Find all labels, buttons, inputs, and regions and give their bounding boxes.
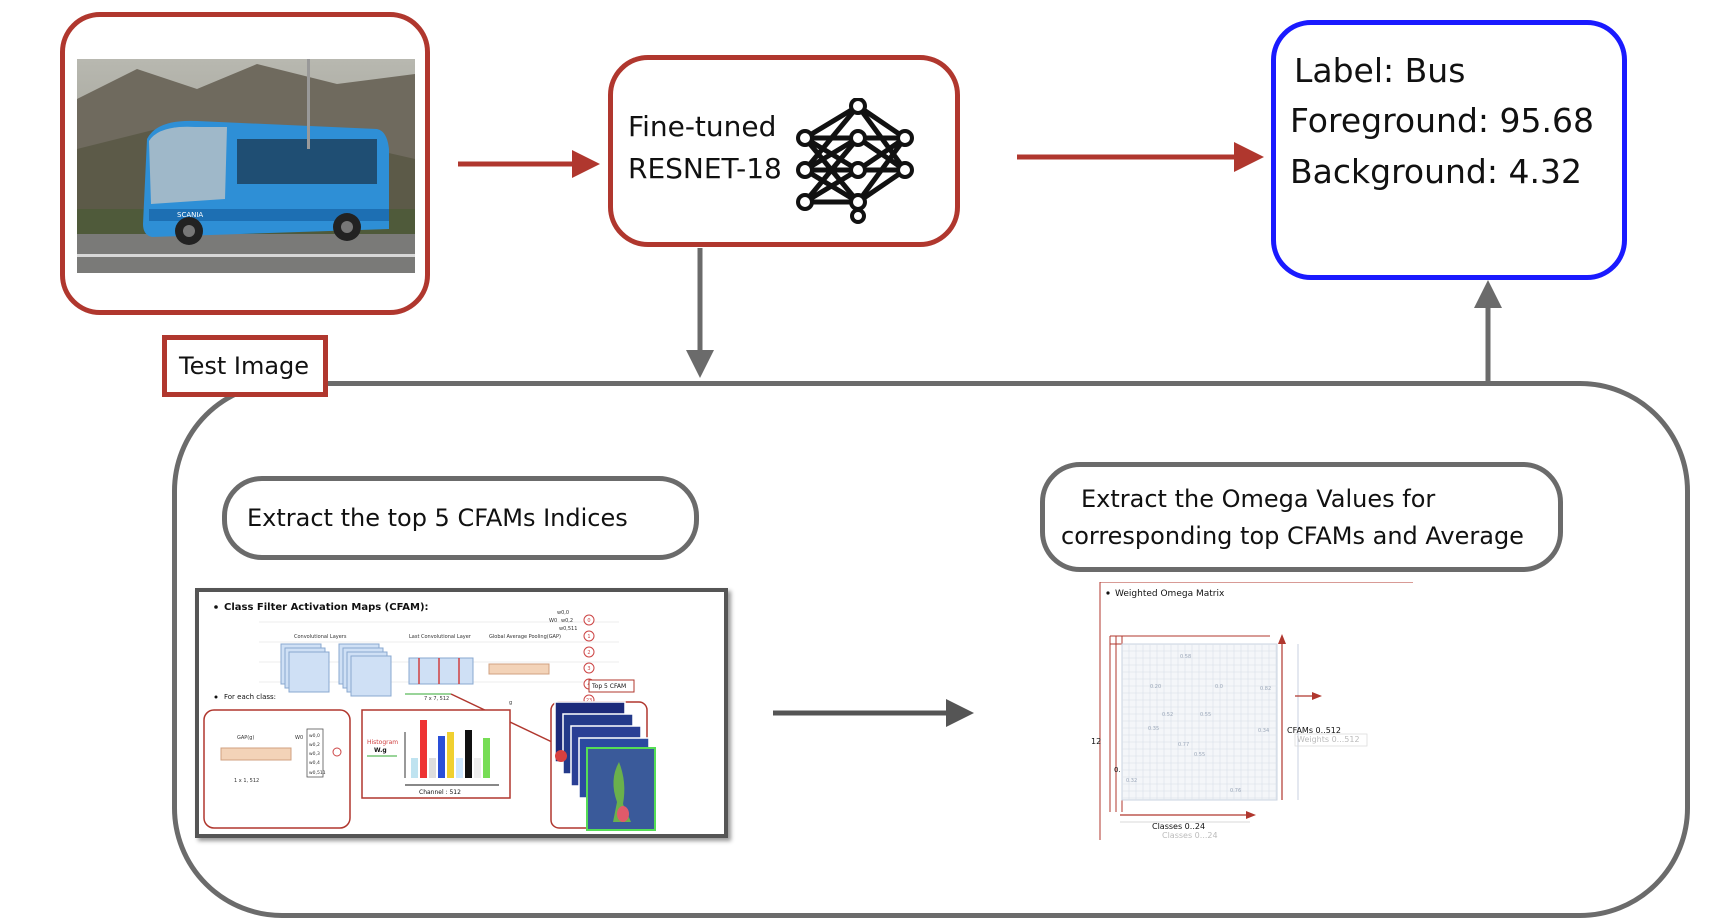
arrow-image-to-model <box>458 150 600 178</box>
svg-text:0.34: 0.34 <box>1258 728 1269 734</box>
output-foreground: Foreground: 95.68 <box>1290 101 1594 140</box>
svg-text:W0: W0 <box>549 618 557 624</box>
svg-text:0.52: 0.52 <box>1162 712 1173 718</box>
svg-text:Last Convolutional Layer: Last Convolutional Layer <box>409 634 472 640</box>
bus-photo: SCANIA <box>77 59 415 273</box>
svg-text:W.g: W.g <box>374 747 387 754</box>
omega-figure: Weighted Omega Matrix CFAMs 0..512 Weigh… <box>1091 581 1413 840</box>
svg-text:Global Average Pooling(GAP): Global Average Pooling(GAP) <box>489 634 561 640</box>
model-box: Fine-tuned RESNET-18 <box>608 55 960 247</box>
svg-text:0.76: 0.76 <box>1230 788 1241 794</box>
step2-line1: Extract the Omega Values for <box>1081 485 1436 513</box>
svg-text:W0: W0 <box>295 735 303 741</box>
svg-text:g: g <box>509 700 512 706</box>
svg-text:0: 0 <box>587 618 590 624</box>
step2-pill: Extract the Omega Values for correspondi… <box>1040 462 1563 572</box>
svg-text:Channel : 512: Channel : 512 <box>419 789 461 796</box>
svg-text:Histogram: Histogram <box>367 739 398 746</box>
svg-text:7 x 7, 512: 7 x 7, 512 <box>424 696 449 702</box>
model-name-line2: RESNET-18 <box>628 152 782 185</box>
model-name-line1: Fine-tuned <box>628 110 777 143</box>
svg-text:w0,2: w0,2 <box>561 618 573 624</box>
svg-text:Classes 0...24: Classes 0...24 <box>1162 831 1218 840</box>
svg-text:w0,0: w0,0 <box>309 733 320 739</box>
cfam-panel: 0 1 2 3 4 23 Convolutional Layers Last C… <box>195 588 728 838</box>
arrow-cfam-to-omega <box>773 699 974 727</box>
cfam-figure: 0 1 2 3 4 23 Convolutional Layers Last C… <box>203 602 656 831</box>
arrow-model-to-output <box>1017 142 1264 172</box>
svg-text:0.58: 0.58 <box>1180 654 1191 660</box>
svg-text:1: 1 <box>587 634 590 640</box>
neural-network-icon <box>796 98 914 224</box>
svg-text:0.55: 0.55 <box>1194 752 1205 758</box>
svg-text:Top 5 CFAM: Top 5 CFAM <box>591 683 626 690</box>
test-image-caption: Test Image <box>179 352 310 380</box>
svg-text:w0,511: w0,511 <box>309 770 326 776</box>
svg-text:0.77: 0.77 <box>1178 742 1189 748</box>
output-box: Label: Bus Foreground: 95.68 Background:… <box>1271 20 1627 280</box>
svg-text:23: 23 <box>586 698 592 704</box>
svg-text:w0,3: w0,3 <box>309 751 320 757</box>
svg-text:w0,0: w0,0 <box>557 610 569 616</box>
output-label: Label: Bus <box>1294 51 1466 90</box>
svg-text:SCANIA: SCANIA <box>177 211 203 219</box>
svg-text:Weights 0...512: Weights 0...512 <box>1297 735 1360 744</box>
svg-text:0.: 0. <box>1114 766 1121 774</box>
svg-text:0.20: 0.20 <box>1150 684 1161 690</box>
output-background: Background: 4.32 <box>1290 152 1582 191</box>
step1-pill: Extract the top 5 CFAMs Indices <box>222 476 699 560</box>
svg-text:2: 2 <box>587 650 590 656</box>
svg-text:For each class:: For each class: <box>224 693 276 701</box>
svg-text:0.55: 0.55 <box>1200 712 1211 718</box>
svg-text:0.35: 0.35 <box>1148 726 1159 732</box>
omega-panel: Weighted Omega Matrix CFAMs 0..512 Weigh… <box>1090 581 1420 842</box>
svg-text:0.82: 0.82 <box>1260 686 1271 692</box>
arrow-process-to-output <box>1474 280 1502 386</box>
svg-text:CFAMs 0..512: CFAMs 0..512 <box>1287 726 1341 735</box>
test-image-box: SCANIA <box>60 12 430 315</box>
svg-text:3: 3 <box>587 666 590 672</box>
svg-text:Convolutional Layers: Convolutional Layers <box>294 634 347 640</box>
svg-text:1 x 1, 512: 1 x 1, 512 <box>234 778 259 784</box>
svg-text:w0,4: w0,4 <box>309 760 320 766</box>
svg-text:12: 12 <box>1091 737 1101 746</box>
test-image-caption-box: Test Image <box>162 335 328 397</box>
svg-text:0.32: 0.32 <box>1126 778 1137 784</box>
svg-text:GAP(g): GAP(g) <box>237 735 254 741</box>
svg-text:Class Filter Activation Maps (: Class Filter Activation Maps (CFAM): <box>224 602 429 613</box>
step2-line2: corresponding top CFAMs and Average <box>1061 522 1524 550</box>
svg-text:Classes 0..24: Classes 0..24 <box>1152 822 1205 831</box>
svg-text:w0,2: w0,2 <box>309 742 320 748</box>
step1-title: Extract the top 5 CFAMs Indices <box>247 504 628 532</box>
svg-text:w0,511: w0,511 <box>559 626 577 632</box>
arrow-model-to-process <box>686 248 714 378</box>
svg-text:Weighted Omega Matrix: Weighted Omega Matrix <box>1115 589 1225 599</box>
svg-text:0.0: 0.0 <box>1215 684 1223 690</box>
